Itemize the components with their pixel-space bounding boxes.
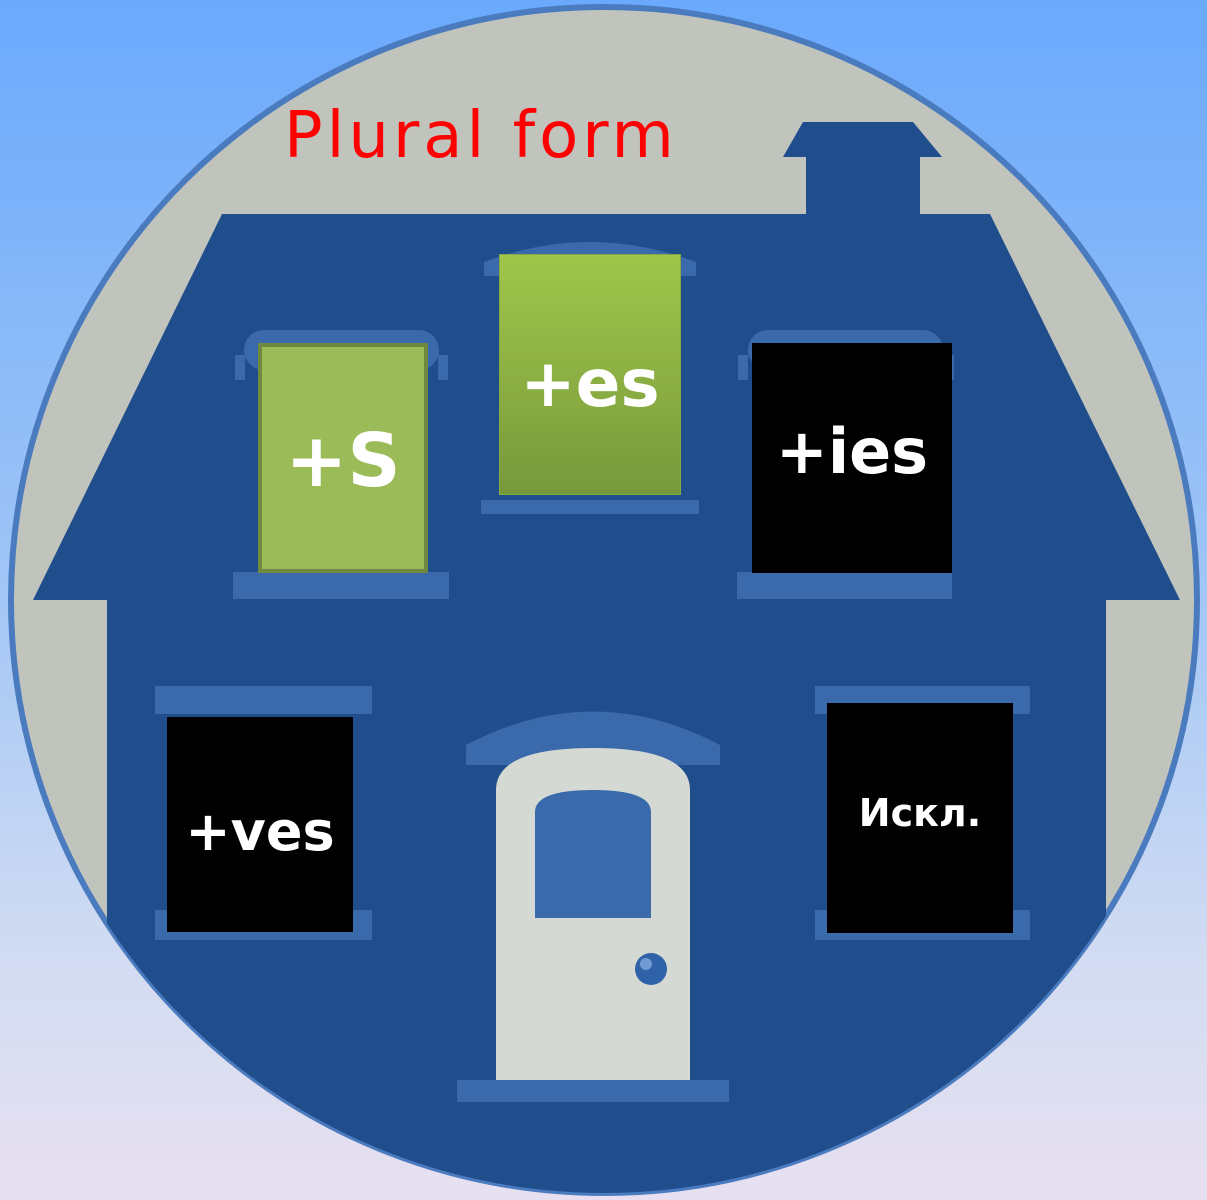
chimney: [783, 122, 942, 215]
plural-rule-ies-button[interactable]: +ies: [752, 343, 952, 573]
door-window: [535, 790, 651, 918]
plural-rule-es-button[interactable]: +es: [499, 254, 681, 495]
plural-rule-ves-button[interactable]: +ves: [167, 717, 353, 932]
plural-rule-ves-label: +ves: [185, 799, 335, 863]
plural-rule-s-label: +S: [285, 418, 401, 504]
plural-rule-s-button[interactable]: +S: [258, 343, 428, 573]
plural-exceptions-label: Искл.: [858, 790, 982, 835]
plural-rule-es-label: +es: [520, 345, 660, 422]
page-title: Plural form: [284, 99, 678, 173]
door-knob-icon: [635, 953, 667, 985]
plural-exceptions-button[interactable]: Искл.: [827, 703, 1013, 933]
plural-rule-ies-label: +ies: [775, 415, 929, 488]
